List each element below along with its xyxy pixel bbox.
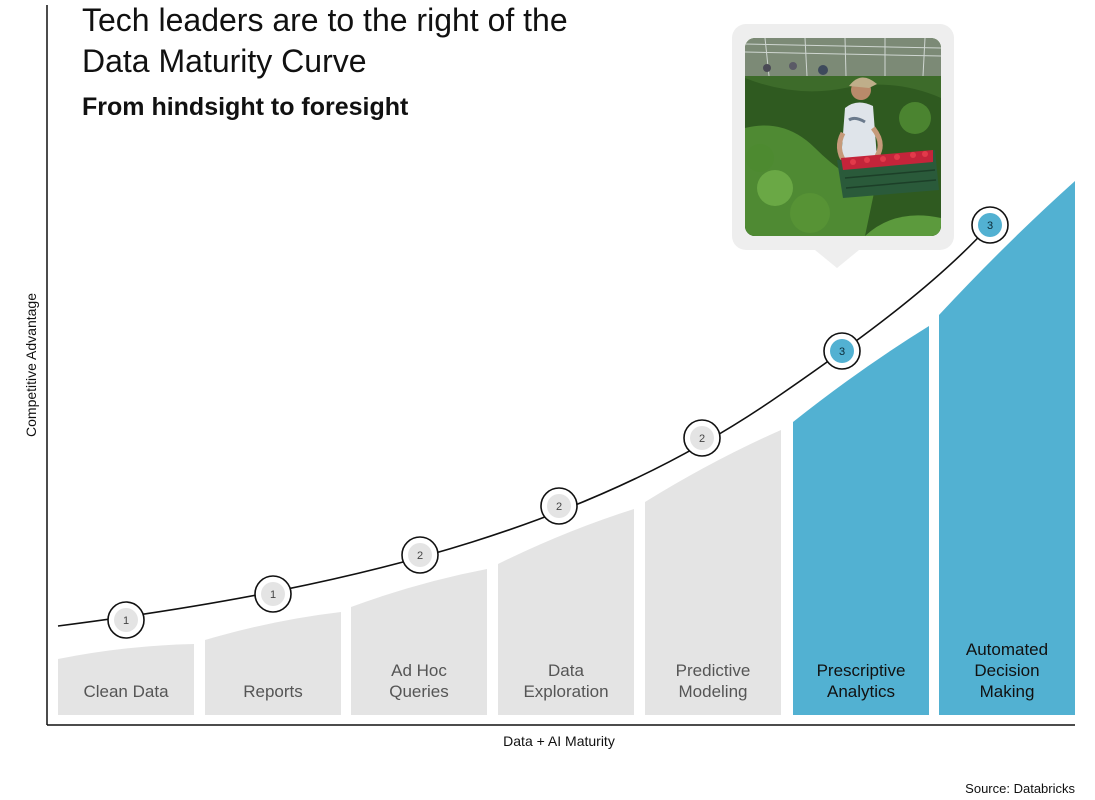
stage-marker-prescriptive-analytics: 3	[823, 332, 861, 370]
stage-bar-predictive-modeling	[645, 430, 781, 715]
stage-label-predictive-modeling: Modeling	[679, 682, 748, 701]
stage-label-automated-decision-making: Making	[980, 682, 1035, 701]
stage-marker-data-exploration: 2	[540, 487, 578, 525]
stage-marker-clean-data: 1	[107, 601, 145, 639]
stage-bar-reports	[205, 612, 341, 715]
stage-marker-number: 1	[270, 589, 276, 601]
photo-card	[732, 24, 954, 268]
stage-marker-number: 2	[417, 550, 423, 562]
stage-marker-number: 3	[987, 220, 993, 232]
stage-label-data-exploration: Exploration	[523, 682, 608, 701]
stage-bar-automated-decision-making	[939, 181, 1075, 715]
stage-marker-number: 2	[556, 501, 562, 513]
stage-label-clean-data: Clean Data	[83, 682, 169, 701]
stage-label-predictive-modeling: Predictive	[676, 661, 751, 680]
stage-marker-predictive-modeling: 2	[683, 419, 721, 457]
stage-marker-reports: 1	[254, 575, 292, 613]
page-subtitle: From hindsight to foresight	[82, 93, 409, 121]
stage-marker-number: 3	[839, 346, 845, 358]
stage-label-ad-hoc-queries: Queries	[389, 682, 449, 701]
stage-marker-automated-decision-making: 3	[971, 206, 1009, 244]
stage-label-automated-decision-making: Decision	[974, 661, 1039, 680]
stage-bar-data-exploration	[498, 509, 634, 715]
source-note: Source: Databricks	[965, 781, 1075, 796]
photo-card-pointer	[815, 250, 859, 268]
farm-worker-photo-icon	[745, 38, 941, 236]
markers-layer: 1 1 2 2 2 3 3	[107, 206, 1009, 639]
stage-bar-clean-data	[58, 644, 194, 715]
x-axis-label: Data + AI Maturity	[503, 733, 615, 749]
stage-label-data-exploration: Data	[548, 661, 584, 680]
stage-label-prescriptive-analytics: Prescriptive	[817, 661, 906, 680]
stage-marker-ad-hoc-queries: 2	[401, 536, 439, 574]
stage-label-automated-decision-making: Automated	[966, 640, 1048, 659]
stage-label-prescriptive-analytics: Analytics	[827, 682, 895, 701]
stage-marker-number: 2	[699, 433, 705, 445]
stage-marker-number: 1	[123, 615, 129, 627]
stage-label-ad-hoc-queries: Ad Hoc	[391, 661, 447, 680]
stage-label-reports: Reports	[243, 682, 303, 701]
page-title: Tech leaders are to the right of the Dat…	[82, 2, 568, 79]
stage-bar-ad-hoc-queries	[351, 569, 487, 715]
stage-bar-prescriptive-analytics	[793, 326, 929, 715]
